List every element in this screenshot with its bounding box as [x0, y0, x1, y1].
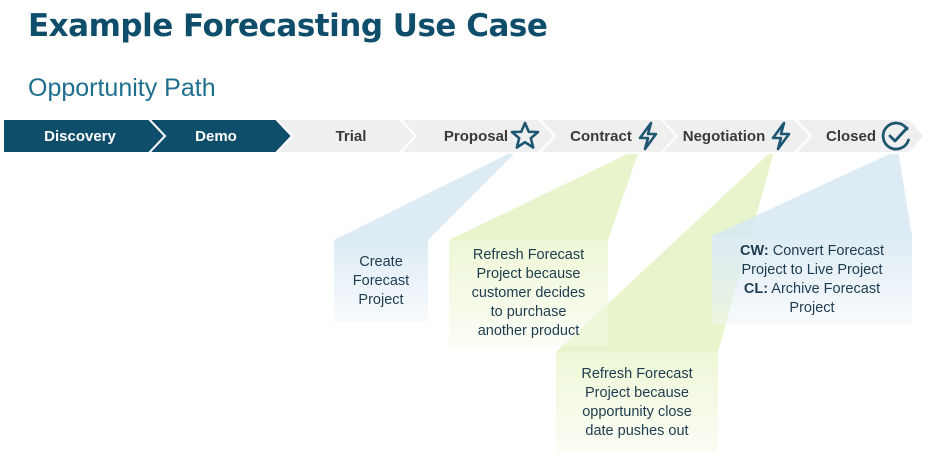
stage-chevron-closed[interactable] [792, 118, 927, 154]
stage-label-contract: Contract [570, 128, 632, 145]
note-line: Forecast [352, 272, 410, 289]
callout-pointer-proposal [334, 148, 520, 240]
note-line: Project [358, 291, 404, 308]
note-line: Project because [476, 265, 581, 282]
stage-label-closed: Closed [826, 128, 876, 145]
note-line: CL: Archive Forecast [744, 280, 880, 299]
cw-text: Convert Forecast [768, 243, 884, 259]
note-line: Project to Live Project [741, 262, 883, 278]
note-line: Project [789, 300, 835, 316]
page-subtitle: Opportunity Path [28, 74, 216, 102]
note-line: opportunity close [582, 404, 692, 420]
stage-label-negotiation: Negotiation [683, 128, 766, 145]
cl-text: Archive Forecast [768, 281, 881, 297]
lightning-icon [771, 121, 791, 151]
callout-pointer-contract [449, 148, 640, 240]
note-line: Refresh Forecast [472, 246, 585, 263]
stage-label-trial: Trial [336, 128, 367, 145]
callout-refresh-purchase: Refresh Forecast Project because custome… [449, 240, 608, 346]
stage-label-discovery: Discovery [44, 128, 116, 145]
note-line: date pushes out [585, 423, 689, 439]
lightning-icon [638, 121, 658, 151]
cl-prefix: CL: [743, 281, 769, 297]
stage-label-proposal: Proposal [444, 128, 508, 145]
cw-prefix: CW: [740, 243, 769, 259]
note-line: to purchase [490, 303, 567, 320]
callout-refresh-close-date: Refresh Forecast Project because opportu… [556, 352, 718, 454]
star-icon [510, 121, 540, 149]
callout-pointer-closed [712, 150, 912, 236]
callout-closed-actions: CW: Convert Forecast Project to Live Pro… [712, 236, 912, 324]
check-circle-icon [881, 121, 910, 151]
note-line: Create [359, 253, 403, 270]
callout-create-forecast: Create Forecast Project [334, 240, 428, 322]
note-line: another product [477, 322, 580, 339]
note-line: customer decides [471, 284, 586, 301]
page-title: Example Forecasting Use Case [28, 8, 548, 44]
note-line: Refresh Forecast [581, 366, 693, 382]
note-line: CW: Convert Forecast [740, 242, 884, 261]
stage-label-demo: Demo [195, 128, 237, 145]
note-line: Project because [585, 385, 689, 401]
